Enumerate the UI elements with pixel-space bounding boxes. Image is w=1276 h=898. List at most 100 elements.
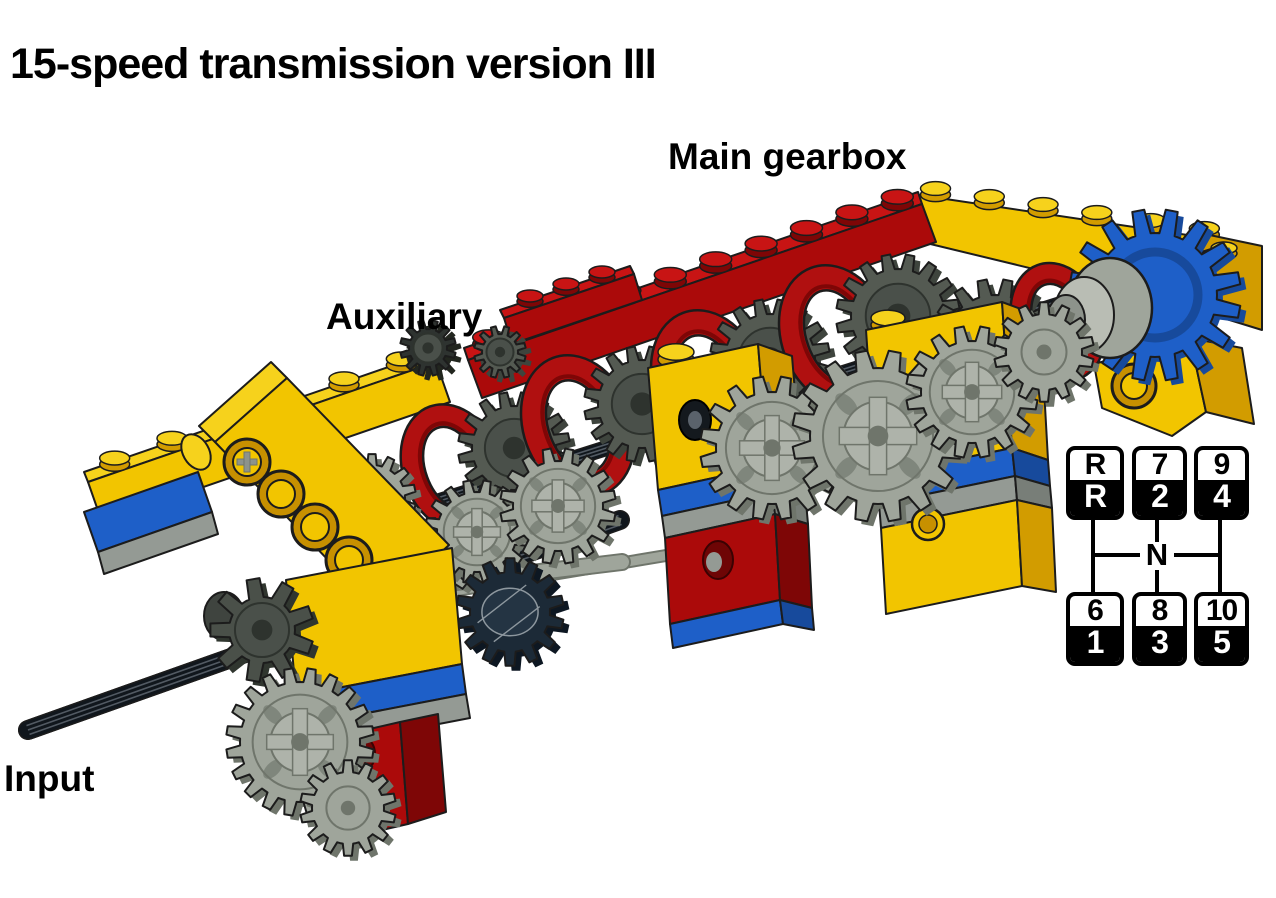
shift-cell-lower: 5 — [1198, 626, 1245, 662]
stud-icon — [1027, 196, 1059, 213]
input-spur-gear — [251, 693, 349, 791]
clutch-gear — [630, 392, 654, 416]
axle-cross — [243, 451, 251, 473]
spur-gear — [551, 499, 565, 513]
spur-gear — [987, 407, 1005, 425]
shift-cell-lower: 3 — [1136, 626, 1183, 662]
pillar-brick — [399, 713, 447, 825]
stud-icon — [180, 433, 212, 471]
spur-gear — [939, 407, 957, 425]
input-spur-gear — [263, 759, 283, 779]
shift-cell-lower: 2 — [1136, 480, 1183, 516]
pillar-stripe — [779, 599, 815, 631]
stud-icon — [789, 219, 824, 237]
shift-pattern-diagram: R R 7 2 9 4 6 1 8 3 10 5 N — [1064, 446, 1252, 666]
shift-link-line — [1093, 553, 1140, 557]
label-input: Input — [4, 758, 95, 799]
stud-icon — [835, 204, 869, 221]
spur-gear — [835, 393, 858, 416]
stud-icon — [588, 265, 616, 279]
driving-ring-dark — [481, 587, 539, 637]
stud-icon — [1081, 204, 1113, 221]
shift-cell-lower: R — [1070, 480, 1120, 516]
shift-cell-reverse: R R — [1066, 446, 1124, 520]
stud-icon — [973, 188, 1006, 205]
spur-gear — [529, 477, 545, 493]
shift-cell-10-5: 10 5 — [1194, 592, 1249, 666]
shift-cell-upper: R — [1084, 448, 1107, 481]
clutch-gear — [422, 342, 434, 354]
spur-gear — [489, 506, 503, 520]
input-axle — [26, 646, 247, 727]
spur-gear — [867, 425, 889, 447]
technic-hole — [918, 514, 938, 534]
shift-cell-upper: 9 — [1213, 448, 1231, 481]
stud-icon — [328, 371, 360, 387]
axle-hole — [706, 552, 722, 572]
stud-icon — [657, 342, 695, 362]
spur-gear — [470, 525, 484, 539]
pillar-brick — [774, 513, 813, 609]
frame-stripe — [97, 511, 219, 575]
shift-cell-8-3: 8 3 — [1132, 592, 1187, 666]
page-title: 15-speed transmission version III — [10, 39, 657, 88]
spur-gear — [928, 348, 1016, 436]
stud-icon — [653, 266, 688, 283]
stud-icon — [552, 277, 580, 291]
input-spur-gear — [340, 800, 356, 816]
shift-link-line — [1155, 520, 1159, 542]
shift-cell-upper: 6 — [1087, 594, 1104, 627]
spur-gear — [821, 379, 935, 493]
spur-gear — [763, 439, 781, 457]
spur-gear — [964, 384, 980, 400]
shift-cell-7-2: 7 2 — [1132, 446, 1187, 520]
shift-link-line — [1218, 520, 1222, 592]
driving-ring-dark — [477, 584, 541, 643]
shift-cell-lower: 1 — [1070, 626, 1120, 662]
label-auxiliary: Auxiliary — [326, 296, 483, 337]
shift-cell-upper: 7 — [1151, 448, 1169, 481]
spur-gear — [571, 519, 587, 535]
technic-hole — [266, 479, 296, 509]
spur-gear — [571, 477, 587, 493]
stud-icon — [698, 251, 733, 268]
technic-hole — [300, 512, 330, 542]
input-spur-gear — [317, 705, 337, 725]
spur-gear — [736, 465, 755, 484]
stud-icon — [880, 188, 915, 205]
input-spur-gear — [263, 705, 283, 725]
axle-hole — [688, 411, 702, 429]
spur-gear — [898, 456, 921, 479]
shift-cell-lower: 4 — [1198, 480, 1245, 516]
spur-gear — [835, 456, 858, 479]
stud-icon — [98, 450, 131, 466]
clutch-gear — [502, 436, 526, 460]
frame-beam — [214, 377, 450, 612]
spur-gear — [451, 544, 465, 558]
shift-cell-upper: 10 — [1205, 594, 1238, 627]
input-spur-gear — [291, 733, 309, 751]
stud-icon — [744, 235, 778, 252]
spur-gear — [489, 544, 503, 558]
shift-link-line — [1174, 553, 1220, 557]
pillar-brick — [1016, 499, 1057, 593]
input-pinion-gear — [251, 619, 273, 641]
shift-cell-6-1: 6 1 — [1066, 592, 1124, 666]
spur-gear — [1036, 344, 1052, 360]
spur-gear — [736, 412, 755, 431]
bevel-gear — [494, 346, 506, 358]
shift-neutral-label: N — [1145, 537, 1169, 572]
spur-gear — [519, 467, 597, 545]
shift-cell-upper: 8 — [1151, 594, 1169, 627]
label-main-gearbox: Main gearbox — [668, 136, 907, 177]
input-axle — [27, 651, 249, 731]
input-axle — [29, 655, 250, 736]
spur-gear — [451, 506, 465, 520]
spur-gear — [529, 519, 545, 535]
stud-icon — [516, 289, 544, 303]
shift-link-line — [1155, 570, 1159, 592]
spur-gear — [939, 359, 957, 377]
shift-cell-9-4: 9 4 — [1194, 446, 1249, 520]
